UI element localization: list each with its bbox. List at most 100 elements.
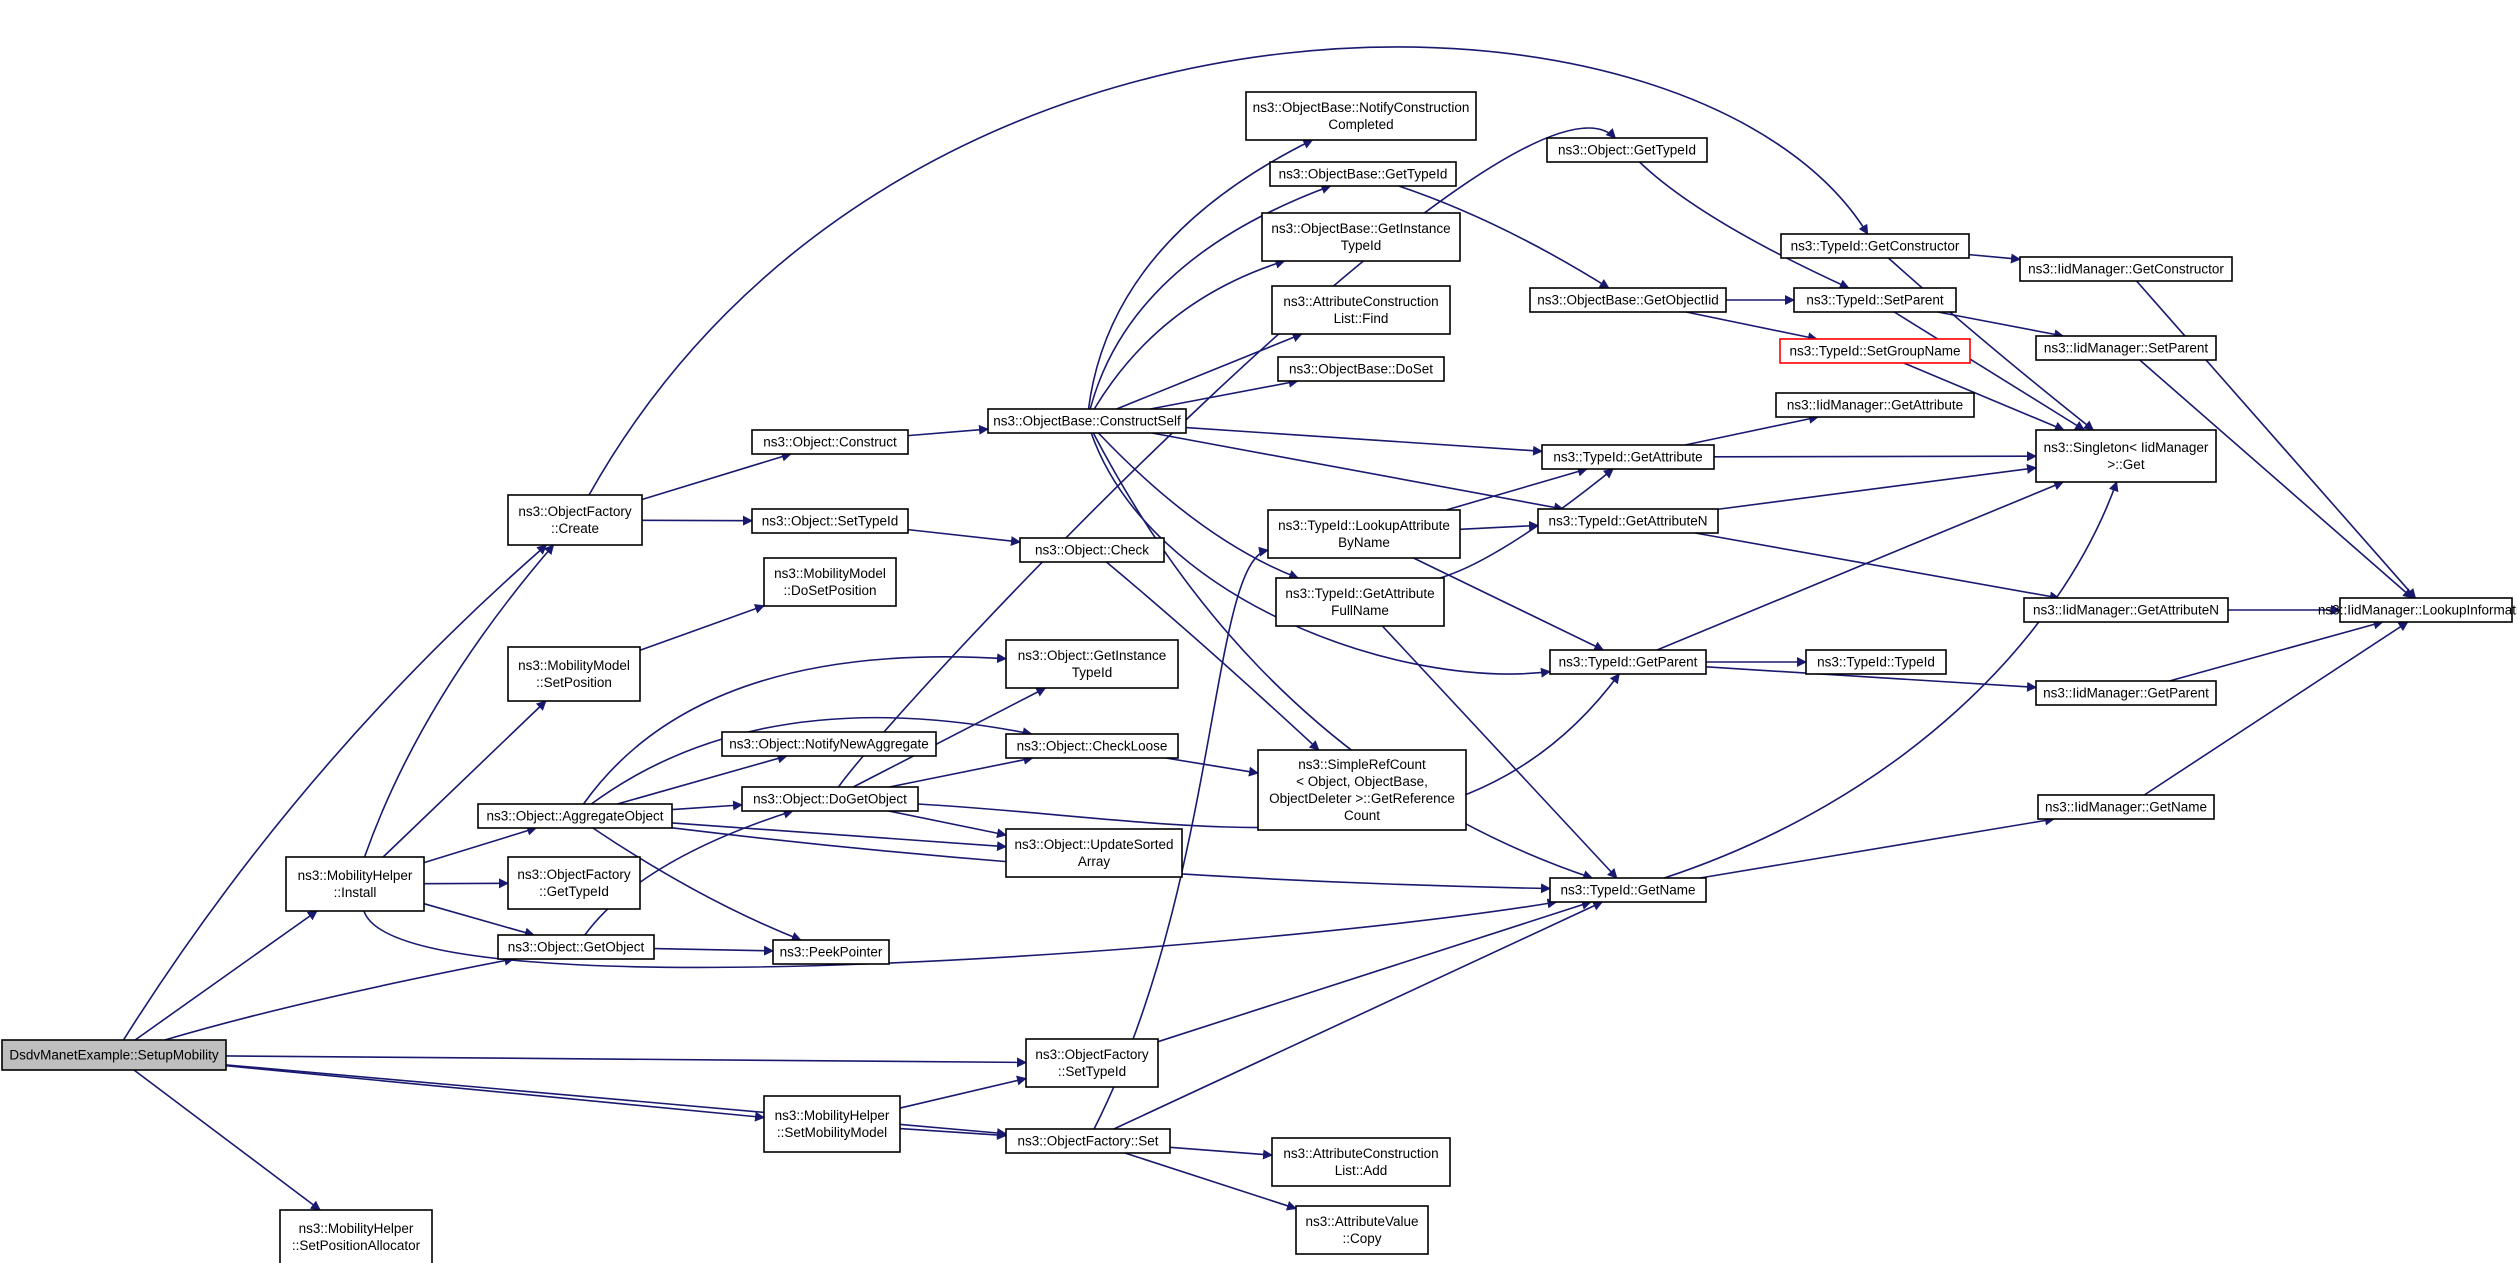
call-edge-tidSetGroupName-to-singletonGet (1903, 362, 2065, 432)
node-box (1775, 392, 1975, 418)
call-edge-objGetTypeId-to-tidSetParent (1638, 161, 1850, 289)
call-edge-objAggregate-to-peekPointer (592, 827, 802, 942)
call-edge-iidGetParent-to-iidLookupInfo (2169, 619, 2384, 682)
node-obNotifyConstr[interactable]: ns3::ObjectBase::NotifyConstructionCompl… (1245, 91, 1477, 141)
node-objCheck[interactable]: ns3::Object::Check (1019, 537, 1165, 563)
node-ofSet[interactable]: ns3::ObjectFactory::Set (1005, 1128, 1171, 1154)
call-edge-tidLookupAttr-to-tidGetParent (1413, 557, 1605, 651)
call-edge-tidGetAttribute-to-singletonGet (1713, 451, 2037, 462)
call-edge-obConstructSelf-to-tidGetAttributeN (1151, 432, 1565, 513)
node-objCheckLoose[interactable]: ns3::Object::CheckLoose (1005, 733, 1179, 759)
node-box (1025, 1038, 1159, 1088)
node-label-line: ns3::ObjectBase::ConstructSelf (993, 413, 1181, 428)
node-tidGetName[interactable]: ns3::TypeId::GetName (1549, 877, 1707, 903)
node-mhInstall[interactable]: ns3::MobilityHelper::Install (285, 856, 425, 912)
node-root[interactable]: DsdvManetExample::SetupMobility (1, 1039, 227, 1071)
node-box (2035, 429, 2217, 483)
node-label-line: Count (1344, 808, 1380, 823)
node-label-line: ::SetMobilityModel (777, 1125, 887, 1140)
call-edge-ofSetTypeId-to-tidGetName (1157, 900, 1592, 1043)
node-label-line: ns3::TypeId::TypeId (1817, 654, 1935, 669)
node-iidGetAttribute[interactable]: ns3::IidManager::GetAttribute (1775, 392, 1975, 418)
node-label-line: ns3::Singleton< IidManager (2044, 440, 2209, 455)
node-tidTypeId[interactable]: ns3::TypeId::TypeId (1805, 649, 1947, 675)
node-box (1277, 356, 1445, 382)
call-edge-root-to-mhInstall (134, 910, 318, 1041)
node-box (1541, 444, 1715, 470)
call-edge-obConstructSelf-to-obGetInstTypeId (1093, 258, 1286, 410)
node-mmDoSetPos[interactable]: ns3::MobilityModel::DoSetPosition (763, 557, 897, 607)
call-edge-tidGetName-to-iidGetName (1699, 815, 2055, 879)
node-srcGetRef[interactable]: ns3::SimpleRefCount< Object, ObjectBase,… (1257, 749, 1467, 831)
node-mmSetPos[interactable]: ns3::MobilityModel::SetPosition (507, 646, 641, 702)
node-objSetTypeId[interactable]: ns3::Object::SetTypeId (751, 508, 909, 534)
node-ofGetTypeId[interactable]: ns3::ObjectFactory::GetTypeId (507, 856, 641, 910)
call-edge-tidGetAttrFull-to-tidGetName (1381, 625, 1618, 879)
node-ofSetTypeId[interactable]: ns3::ObjectFactory::SetTypeId (1025, 1038, 1159, 1088)
node-label-line: ns3::IidManager::GetAttributeN (2033, 602, 2219, 617)
node-iidGetName[interactable]: ns3::IidManager::GetName (2037, 794, 2215, 820)
node-avCopy[interactable]: ns3::AttributeValue::Copy (1295, 1205, 1429, 1255)
call-edge-objAggregate-to-objNotifyNewAgg (617, 753, 788, 805)
node-box (751, 429, 909, 455)
node-box (1005, 639, 1179, 689)
node-iidGetConstructor[interactable]: ns3::IidManager::GetConstructor (2019, 256, 2233, 282)
call-edge-ofSet-to-aclAdd (1169, 1146, 1273, 1160)
node-tidGetParent[interactable]: ns3::TypeId::GetParent (1549, 649, 1707, 675)
node-tidGetAttribute[interactable]: ns3::TypeId::GetAttribute (1541, 444, 1715, 470)
node-obGetTypeId[interactable]: ns3::ObjectBase::GetTypeId (1269, 161, 1457, 187)
node-label-line: ns3::ObjectFactory (518, 504, 632, 519)
node-objAggregate[interactable]: ns3::Object::AggregateObject (477, 803, 673, 829)
node-tidSetGroupName[interactable]: ns3::TypeId::SetGroupName (1779, 338, 1971, 364)
node-obConstructSelf[interactable]: ns3::ObjectBase::ConstructSelf (987, 408, 1187, 434)
call-edge-root-to-objGetObject (164, 955, 515, 1041)
node-iidLookupInfo[interactable]: ns3::IidManager::LookupInformation (2318, 597, 2517, 623)
node-peekPointer[interactable]: ns3::PeekPointer (772, 939, 890, 965)
node-singletonGet[interactable]: ns3::Singleton< IidManager >::Get (2035, 429, 2217, 483)
node-label-line: ns3::AttributeConstruction (1283, 294, 1438, 309)
node-obDoSet[interactable]: ns3::ObjectBase::DoSet (1277, 356, 1445, 382)
call-edge-root-to-ofCreate (122, 544, 548, 1041)
node-label-line: ns3::ObjectFactory::Set (1017, 1133, 1158, 1148)
node-mhSetPosAlloc[interactable]: ns3::MobilityHelper::SetPositionAllocato… (279, 1209, 433, 1263)
node-label-line: ns3::ObjectFactory (517, 867, 631, 882)
node-iidGetAttributeN[interactable]: ns3::IidManager::GetAttributeN (2023, 597, 2229, 623)
node-objGetObject[interactable]: ns3::Object::GetObject (497, 934, 655, 960)
node-mhSetMobModel[interactable]: ns3::MobilityHelper::SetMobilityModel (763, 1095, 901, 1153)
node-box (1267, 509, 1461, 559)
node-iidGetParent[interactable]: ns3::IidManager::GetParent (2035, 680, 2217, 706)
node-tidGetConstructor[interactable]: ns3::TypeId::GetConstructor (1780, 233, 1970, 259)
node-label-line: ns3::TypeId::GetName (1560, 882, 1695, 897)
call-edge-tidSetParent-to-singletonGet (1893, 311, 2086, 431)
node-box (1529, 287, 1727, 313)
node-box (1269, 161, 1457, 187)
call-edge-mhInstall-to-mmSetPos (382, 700, 547, 858)
node-objNotifyNewAgg[interactable]: ns3::Object::NotifyNewAggregate (721, 731, 937, 757)
call-edge-objDoGetObject-to-objUpdateSorted (888, 810, 1007, 839)
node-label-line: ns3::IidManager::GetName (2045, 799, 2207, 814)
node-box (507, 856, 641, 910)
call-edge-obGetTypeId-to-obGetObjectIid (1398, 185, 1610, 289)
node-iidSetParent[interactable]: ns3::IidManager::SetParent (2035, 335, 2217, 361)
call-edge-iidGetConstructor-to-iidLookupInfo (2135, 280, 2417, 599)
node-box (1805, 649, 1947, 675)
node-ofCreate[interactable]: ns3::ObjectFactory::Create (507, 494, 643, 546)
node-box (1295, 1205, 1429, 1255)
node-objDoGetObject[interactable]: ns3::Object::DoGetObject (741, 786, 919, 812)
node-objConstruct[interactable]: ns3::Object::Construct (751, 429, 909, 455)
node-obGetObjectIid[interactable]: ns3::ObjectBase::GetObjectIid (1529, 287, 1727, 313)
node-tidSetParent[interactable]: ns3::TypeId::SetParent (1793, 287, 1957, 313)
call-edge-objDoGetObject-to-objCheckLoose (889, 754, 1034, 788)
node-objGetTypeId[interactable]: ns3::Object::GetTypeId (1546, 137, 1708, 163)
node-label-line: ns3::MobilityModel (774, 566, 886, 581)
node-tidGetAttributeN[interactable]: ns3::TypeId::GetAttributeN (1537, 508, 1719, 534)
call-edge-objCheck-to-srcGetRef (1105, 561, 1320, 751)
call-edge-mhSetMobModel-to-ofSetTypeId (899, 1075, 1027, 1109)
